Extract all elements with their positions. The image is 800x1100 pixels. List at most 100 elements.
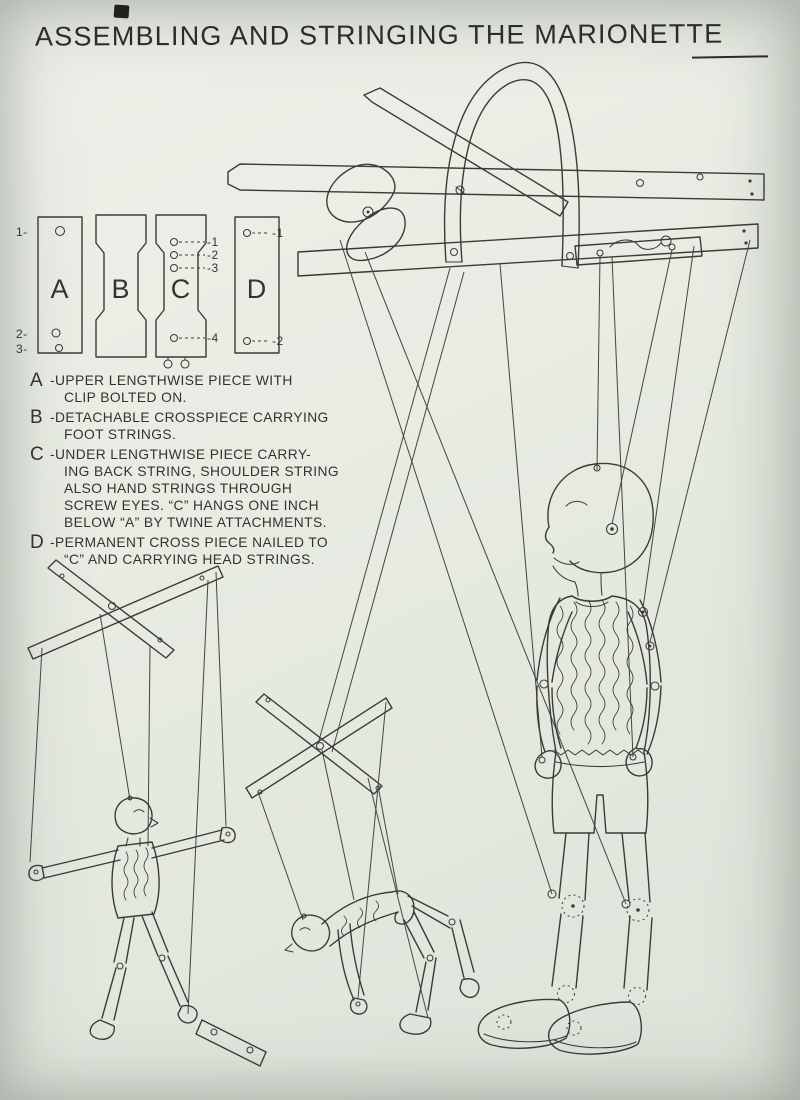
clip-bolt (362, 206, 374, 218)
sweater-texture-line (341, 915, 347, 937)
marionette-strings (317, 239, 751, 909)
torso-top (321, 891, 393, 925)
clip-bolt-pin (366, 210, 370, 214)
legend-item-c: C -UNDER LENGTHWISE PIECE CARRY- ING BAC… (30, 444, 410, 531)
knee-pin (571, 904, 575, 908)
strap-end (445, 261, 579, 269)
hand-string (29, 647, 43, 863)
legend-line: -UPPER LENGTHWISE PIECE WITH (50, 373, 293, 388)
hole (242, 336, 252, 346)
knee-joint-dotted (626, 898, 650, 922)
legend-line: CLIP BOLTED ON. (64, 390, 187, 405)
back-string (649, 239, 751, 643)
ear-screw-eye-pin (610, 527, 614, 531)
torso-bottom (329, 911, 399, 947)
hole (169, 237, 179, 247)
hole-marker: -1 (272, 226, 284, 240)
twine-ring (660, 235, 672, 247)
thigh (407, 895, 451, 929)
bolt (635, 178, 645, 188)
left-marionette-drawing (27, 559, 236, 1040)
left-arm-inner (551, 611, 573, 683)
string (317, 267, 451, 745)
back-screw-eye-pin (648, 644, 652, 648)
right-arm-inner (627, 611, 648, 685)
knee-string-eye (547, 889, 557, 899)
clip-wing (346, 207, 406, 262)
hand-string (215, 571, 227, 827)
waistband (555, 761, 645, 768)
legend-key: D (30, 532, 44, 553)
screw-dot (157, 637, 163, 643)
elbow-joint (539, 679, 549, 689)
hand-string (499, 263, 543, 758)
hole-marker: -2 (272, 334, 284, 348)
shoulder-screw-eye-pin (641, 610, 645, 614)
neck-back (600, 573, 603, 596)
right-forearm-inner (635, 687, 648, 749)
bolt (696, 173, 704, 181)
calf (415, 957, 437, 1013)
hole (169, 263, 179, 273)
screw-eye (163, 359, 173, 369)
right-calf (623, 915, 653, 991)
rivet (565, 251, 575, 261)
hole (54, 225, 66, 237)
thigh (403, 911, 435, 959)
hole (596, 249, 604, 257)
legend-line: “C” AND CARRYING HEAD STRINGS. (64, 552, 315, 567)
control-assembly-drawing (227, 61, 765, 277)
torso (111, 841, 160, 919)
board-d-label: D (247, 274, 268, 304)
hand-string (611, 256, 634, 758)
elbow-joint (650, 681, 660, 691)
hole-marker: -1 (207, 235, 219, 249)
crosspiece-d (574, 236, 703, 266)
ankle-joint-dotted (628, 987, 646, 1005)
knee-joint (116, 962, 124, 970)
left-hand (534, 750, 562, 779)
legend-line: SCREW EYES. “C” HANGS ONE INCH (64, 498, 320, 513)
hanging-strap-inner (459, 79, 564, 267)
hand-screw-eye (538, 756, 546, 764)
board-b-label: B (111, 274, 130, 304)
hole (210, 1028, 218, 1036)
hole-marker: 3- (16, 342, 28, 356)
board-a-label: A (50, 274, 69, 304)
board-a (37, 216, 83, 354)
head (114, 797, 153, 835)
sweater-texture-line (373, 900, 379, 922)
shoulder-screw-eye (637, 606, 649, 618)
twine-hook (609, 239, 662, 250)
left-calf (101, 967, 127, 1021)
hole (54, 343, 64, 353)
screw-dot (59, 573, 65, 579)
foot (399, 1013, 432, 1035)
legend-line: -DETACHABLE CROSSPIECE CARRYING (50, 410, 329, 425)
sweater-texture-line (556, 605, 564, 735)
knee-string-eye (621, 899, 631, 909)
left-forearm (536, 685, 546, 753)
collar (571, 595, 613, 602)
legend-key: C (30, 444, 44, 465)
bowing-marionette-drawing (195, 693, 480, 1067)
screw-dot (748, 179, 752, 183)
pieces-diagram: A 1- 2- 3- B C -1 -2 -3 -4 D (16, 214, 284, 369)
head-string (611, 249, 673, 525)
back-string (321, 749, 355, 901)
hand-screw-eye (355, 1001, 361, 1007)
knee-pin (636, 908, 640, 912)
plank-b (363, 87, 569, 217)
bolt (455, 185, 465, 195)
nose (284, 943, 294, 953)
bolt-slot (455, 186, 465, 194)
shorts (551, 751, 649, 834)
sweater-hem (553, 749, 646, 756)
left-thigh (558, 832, 590, 901)
left-arm (41, 849, 121, 879)
hole-marker: 2- (16, 327, 28, 341)
hole-marker: -3 (207, 261, 219, 275)
foot-string (364, 251, 627, 905)
legend: A -UPPER LENGTHWISE PIECE WITH CLIP BOLT… (30, 371, 410, 571)
